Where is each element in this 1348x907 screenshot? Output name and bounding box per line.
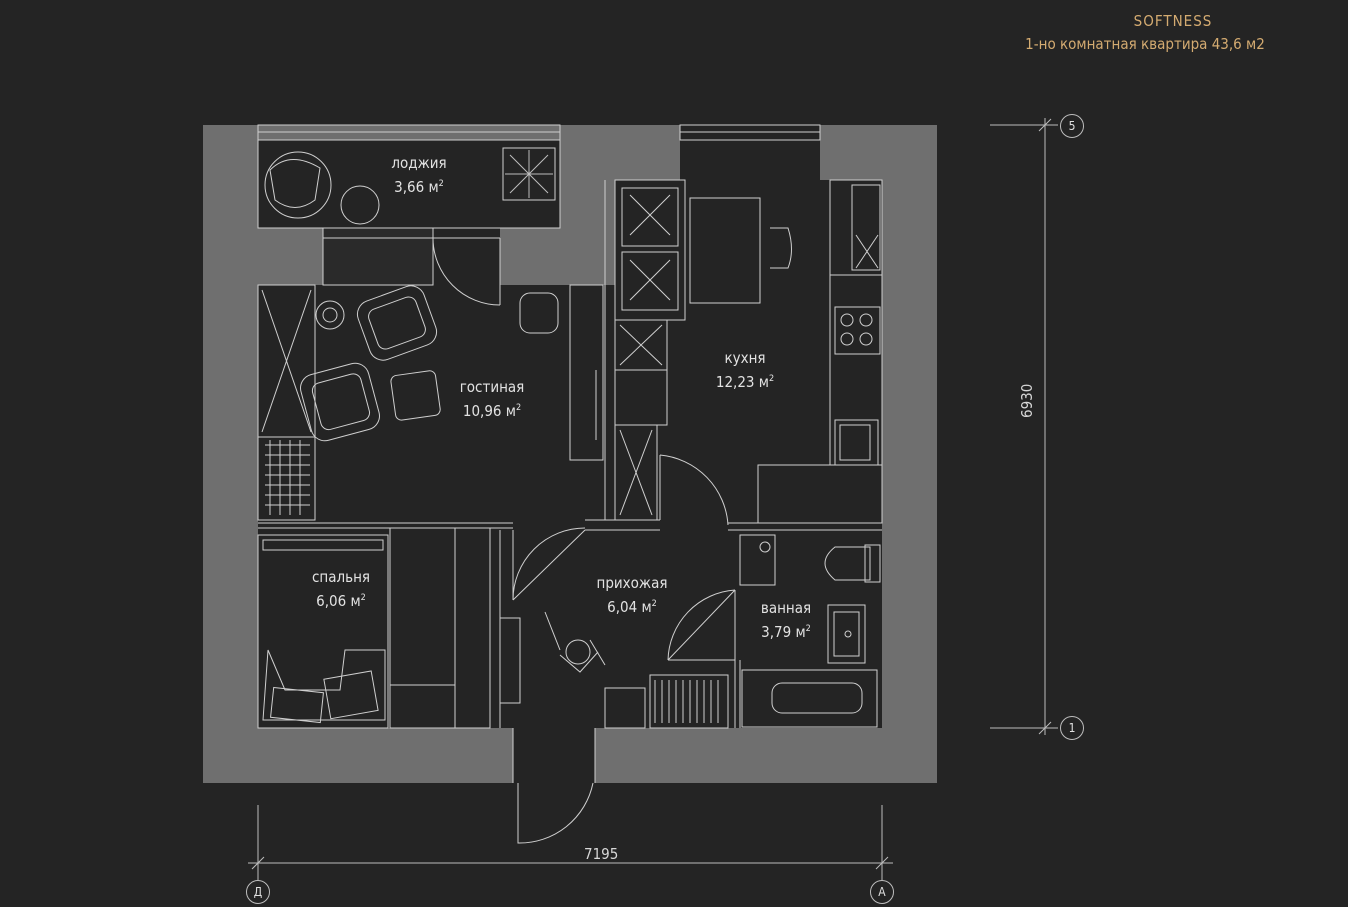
bedroom-furniture [258, 528, 520, 728]
dimension-lines [248, 118, 1058, 880]
loggia-furniture [265, 148, 555, 224]
dimension-width: 7195 [584, 845, 619, 863]
kitchen-tall-cabinet [830, 180, 882, 275]
wall-bottom-left [203, 728, 513, 783]
room-label-living: гостиная 10,96 м2 [460, 377, 525, 422]
door-balcony [433, 238, 500, 305]
room-area: 10,96 м2 [462, 402, 522, 420]
wall-loggia-right [500, 228, 615, 285]
living-armchair-top [354, 282, 441, 364]
kitchen-sofa [615, 180, 685, 320]
living-armchair-bottom [297, 360, 382, 444]
room-name: кухня [724, 349, 766, 367]
exterior-walls [203, 125, 937, 783]
hall-mirror [500, 618, 520, 703]
room-label-kitchen: кухня 12,23 м2 [716, 348, 774, 393]
room-name: ванная [760, 599, 812, 617]
apartment-subtitle: 1-но комнатная квартира 43,6 м2 [1025, 35, 1265, 53]
kitchen-hob [835, 307, 880, 354]
loggia-plant [503, 148, 555, 200]
door-entrance [518, 783, 593, 843]
wall-left [203, 125, 258, 783]
room-area: 3,79 м2 [761, 623, 811, 641]
room-area: 3,66 м2 [394, 178, 444, 196]
axis-marker-top: 5 [1060, 114, 1084, 138]
person-figure [545, 612, 605, 672]
room-area: 12,23 м2 [715, 373, 775, 391]
axis-marker-right: А [870, 880, 894, 904]
room-area: 6,06 м2 [316, 592, 366, 610]
bathroom-furniture [740, 535, 880, 727]
hall-shoe-cabinet [650, 675, 728, 728]
dimension-height: 6930 [1018, 383, 1036, 418]
bedroom-bed [258, 535, 388, 728]
kitchen-sink [835, 420, 878, 465]
brand-title: SOFTNESS [1133, 12, 1213, 30]
room-area: 6,04 м2 [607, 598, 657, 616]
door-kitchen [660, 455, 728, 525]
wall-top-left [203, 125, 258, 130]
room-name: гостиная [459, 378, 525, 396]
kitchen-cabinet [615, 425, 657, 520]
room-name: прихожая [596, 574, 668, 592]
hall-furniture [545, 612, 728, 728]
loggia-chair [265, 152, 331, 218]
kitchen-table [690, 198, 760, 303]
kitchen-counter-lower [758, 465, 882, 523]
wall-bottom-right [595, 728, 937, 783]
living-chair [520, 293, 558, 333]
bathroom-bathtub [742, 670, 877, 727]
loggia-table [341, 186, 379, 224]
door-living [513, 528, 585, 600]
living-desk [570, 285, 603, 460]
door-bathroom [668, 590, 735, 660]
room-label-hall: прихожая 6,04 м2 [597, 573, 668, 618]
living-lamp [316, 301, 344, 329]
room-name: лоджия [391, 154, 447, 172]
window-living [323, 228, 433, 285]
living-furniture [258, 282, 603, 520]
bathroom-toilet [825, 547, 870, 580]
axis-marker-bottom: 1 [1060, 716, 1084, 740]
doors [433, 238, 735, 843]
kitchen-counter [830, 275, 882, 465]
kitchen-fridge [615, 320, 667, 425]
bedroom-shelf [455, 528, 490, 728]
bedroom-wardrobe [390, 528, 455, 728]
room-name: спальня [311, 568, 371, 586]
bathroom-washer [740, 535, 775, 585]
living-shoe-rack [258, 437, 315, 520]
kitchen-chair [770, 228, 792, 268]
wall-right [882, 125, 937, 783]
wall-loggia-side [560, 140, 615, 228]
bathroom-basin [828, 605, 865, 663]
room-label-loggia: лоджия 3,66 м2 [391, 153, 446, 198]
room-label-bedroom: спальня 6,06 м2 [312, 567, 370, 612]
hall-stool [605, 688, 645, 728]
axis-marker-left: Д [246, 880, 270, 904]
wall-loggia-left [203, 228, 323, 285]
kitchen-furniture [615, 180, 882, 523]
loggia-boundary [258, 140, 560, 228]
living-ottoman [390, 370, 441, 421]
room-label-bathroom: ванная 3,79 м2 [761, 598, 811, 643]
